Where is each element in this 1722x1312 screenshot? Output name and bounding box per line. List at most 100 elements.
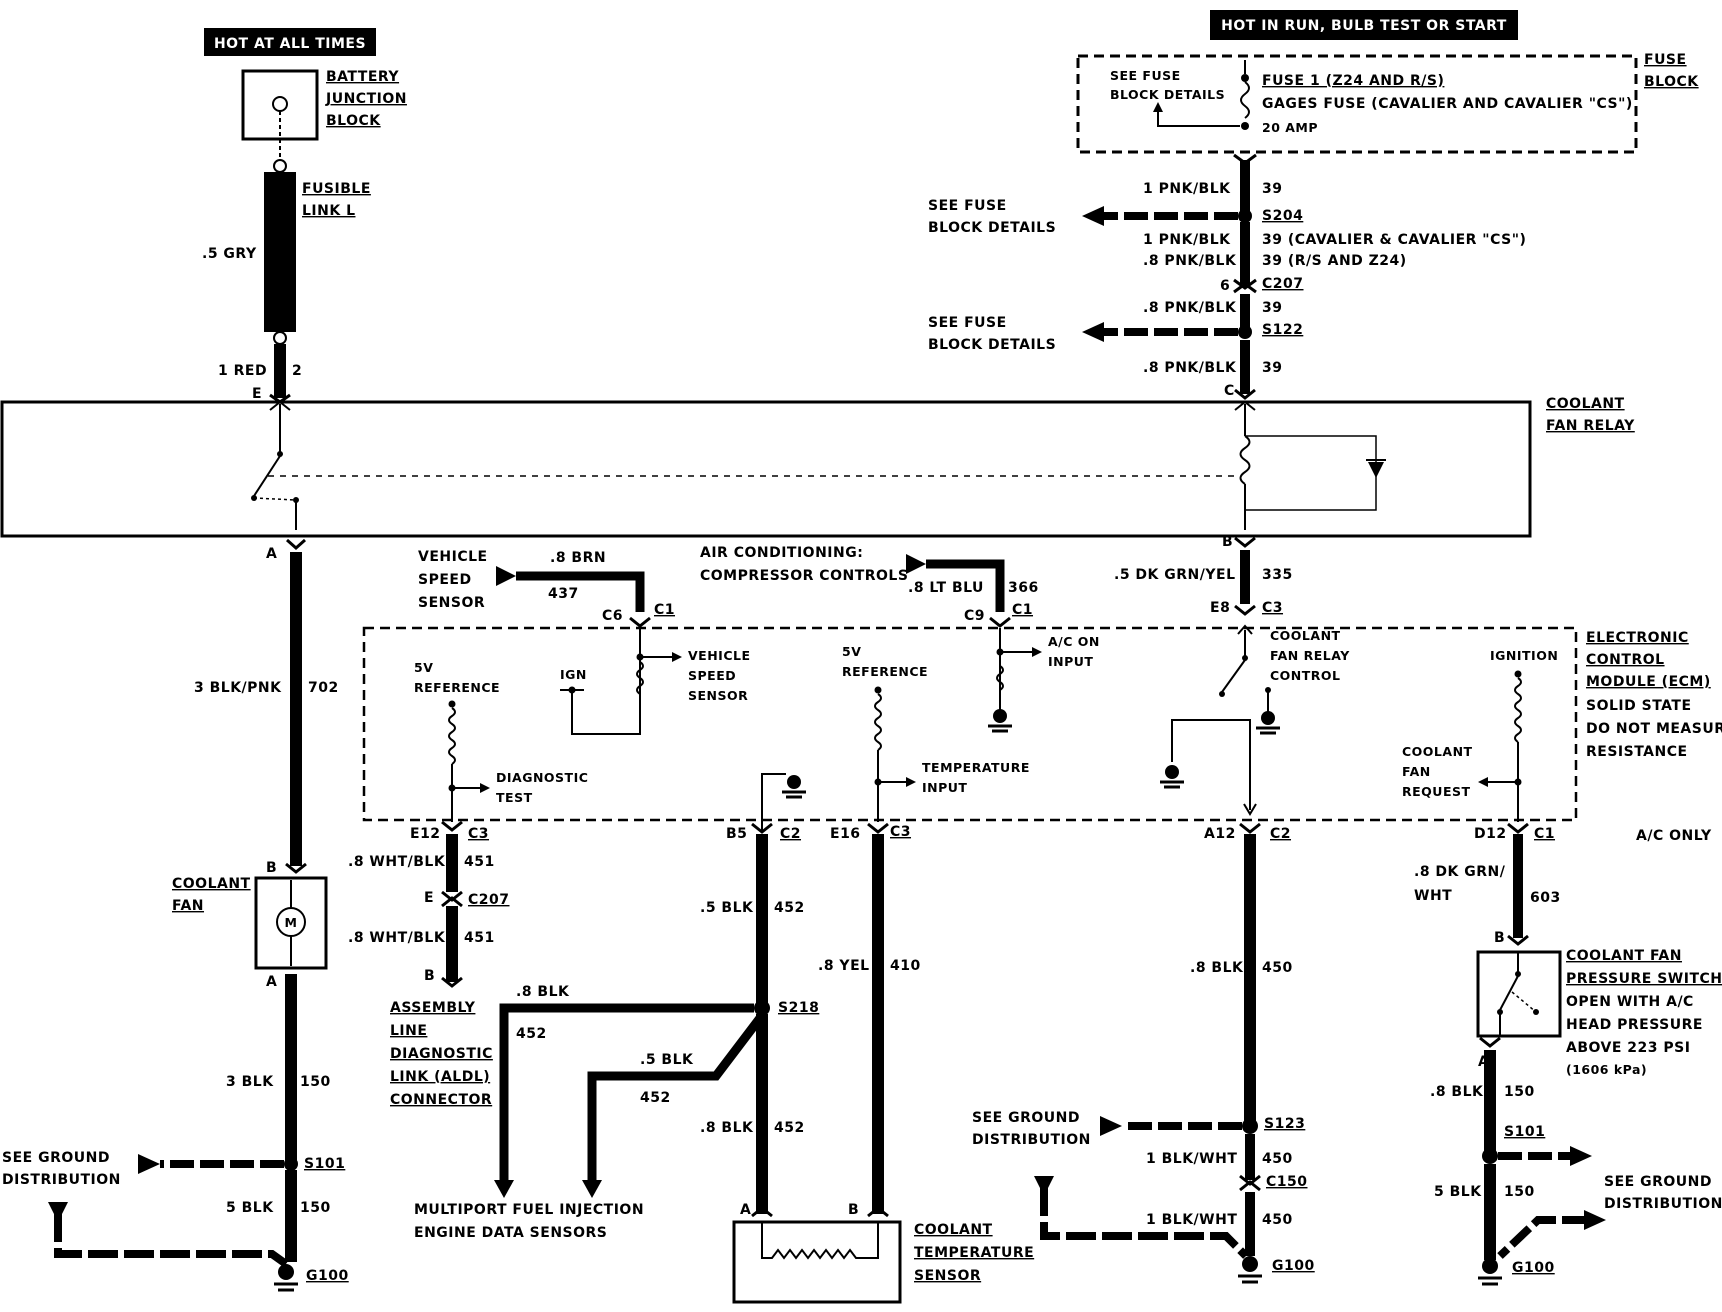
aldl-label-2: LINE bbox=[390, 1023, 427, 1039]
connector-c3c: C3 bbox=[890, 824, 911, 840]
vss-label-2: SPEED bbox=[418, 572, 472, 588]
see-fuse-2-b: BLOCK DETAILS bbox=[928, 337, 1056, 353]
fan-motor-symbol: M bbox=[285, 915, 298, 930]
connector-c6: C6 bbox=[602, 608, 623, 624]
coolant-fan-relay-box bbox=[0, 400, 1532, 538]
ecm-a12-ground-icon bbox=[1160, 765, 1184, 789]
ground-g100-left bbox=[274, 1264, 298, 1292]
wire-red-circuit: 2 bbox=[292, 363, 302, 379]
hot-at-all-times-label: HOT AT ALL TIMES bbox=[214, 36, 366, 52]
ecm-fan-request-2: FAN bbox=[1402, 764, 1431, 779]
wire-wht-blk1-circuit: 451 bbox=[464, 854, 495, 870]
connector-c207: C207 bbox=[1262, 276, 1304, 292]
connector-a: A bbox=[266, 546, 277, 562]
relay-label-1: COOLANT bbox=[1546, 396, 1625, 412]
ecm-ignition-label: IGNITION bbox=[1490, 648, 1558, 663]
fuse-details-label-1: SEE FUSE bbox=[1110, 68, 1181, 83]
aldl-label-3: DIAGNOSTIC bbox=[390, 1046, 493, 1062]
pressure-switch-arm bbox=[1499, 975, 1519, 1011]
ecm-ref5v-b-1: 5V bbox=[842, 644, 861, 659]
connector-e12: E12 bbox=[410, 826, 441, 842]
fuse-name: FUSE 1 (Z24 AND R/S) bbox=[1262, 73, 1444, 89]
wire-blk-pnk-circuit: 702 bbox=[308, 680, 339, 696]
connector-d12: D12 bbox=[1474, 826, 1507, 842]
ground-g100-right-label: G100 bbox=[1512, 1260, 1555, 1276]
wire-blkwht2-circuit: 450 bbox=[1262, 1212, 1293, 1228]
fusible-link-label-2: LINK L bbox=[302, 203, 356, 219]
wire-ltblu: .8 LT BLU bbox=[908, 580, 984, 596]
connector-c2a: C2 bbox=[780, 826, 801, 842]
connector-c1c: C1 bbox=[1534, 826, 1555, 842]
connector-sw-a: A bbox=[1478, 1054, 1489, 1070]
ecm-label-1: ELECTRONIC bbox=[1586, 630, 1689, 646]
pressure-switch-label-6: (1606 kPa) bbox=[1566, 1062, 1647, 1077]
splice-s218-label: S218 bbox=[778, 1000, 819, 1016]
see-ground-right-a: SEE GROUND bbox=[1604, 1174, 1712, 1190]
connector-c1a: C1 bbox=[654, 602, 675, 618]
wire-brn-circuit: 437 bbox=[548, 586, 579, 602]
connector-e16: E16 bbox=[830, 826, 861, 842]
connector-c150: C150 bbox=[1266, 1174, 1308, 1190]
coolant-fan-label-2: FAN bbox=[172, 898, 204, 914]
relay-diode bbox=[1368, 462, 1384, 478]
wire-blk-5b-circuit: 452 bbox=[640, 1090, 671, 1106]
fuse-rating: 20 AMP bbox=[1262, 120, 1318, 135]
ecm-fan-request-1: COOLANT bbox=[1402, 744, 1473, 759]
ecm-relay-ground-icon bbox=[1256, 711, 1280, 735]
see-fuse-1-b: BLOCK DETAILS bbox=[928, 220, 1056, 236]
connector-c9: C9 bbox=[964, 608, 985, 624]
ground-g100-mid-label: G100 bbox=[1272, 1258, 1315, 1274]
hot-in-run-label: HOT IN RUN, BULB TEST OR START bbox=[1221, 18, 1507, 34]
ecm-ac-ground-icon bbox=[988, 709, 1012, 733]
fuse-element bbox=[1240, 81, 1250, 119]
ecm-temp-input-1: TEMPERATURE bbox=[922, 760, 1030, 775]
wire-blk5: 5 BLK bbox=[226, 1200, 274, 1216]
wire-pnk2b: .8 PNK/BLK bbox=[1143, 253, 1237, 269]
ecm-label-2: CONTROL bbox=[1586, 652, 1665, 668]
wire-dkgrn-wht-circuit: 603 bbox=[1530, 890, 1561, 906]
aldl-label-5: CONNECTOR bbox=[390, 1092, 492, 1108]
connector-c: C bbox=[1224, 383, 1235, 399]
wire-brn: .8 BRN bbox=[550, 550, 606, 566]
splice-s204 bbox=[1238, 209, 1252, 223]
ecm-ign-label: IGN bbox=[560, 667, 587, 682]
connector-e: E bbox=[252, 386, 262, 402]
connector-aldl-b: B bbox=[424, 968, 435, 984]
wire-blkwht1-circuit: 450 bbox=[1262, 1151, 1293, 1167]
coolant-fan-label-1: COOLANT bbox=[172, 876, 251, 892]
wire-blk3: 3 BLK bbox=[226, 1074, 274, 1090]
ground-g100-left-label: G100 bbox=[306, 1268, 349, 1284]
ecm-outline bbox=[362, 626, 1578, 822]
wire-ltblu-circuit: 366 bbox=[1008, 580, 1039, 596]
ac-controls-label-1: AIR CONDITIONING: bbox=[700, 545, 863, 561]
hot-at-all-times-tag bbox=[204, 28, 376, 56]
wire-pnk1: 1 PNK/BLK bbox=[1143, 181, 1231, 197]
see-ground-mid-a: SEE GROUND bbox=[972, 1110, 1080, 1126]
ecm-frc-1: COOLANT bbox=[1270, 628, 1341, 643]
gages-fuse: GAGES FUSE (CAVALIER AND CAVALIER "CS") bbox=[1262, 96, 1633, 112]
ecm-label-6: RESISTANCE bbox=[1586, 744, 1688, 760]
ecm-vss-2: SPEED bbox=[688, 668, 736, 683]
connector-b5: B5 bbox=[726, 826, 747, 842]
see-fuse-1-a: SEE FUSE bbox=[928, 198, 1007, 214]
ecm-ac-on-2: INPUT bbox=[1048, 654, 1093, 669]
wire-yel: .8 YEL bbox=[818, 958, 870, 974]
cts-label-1: COOLANT bbox=[914, 1222, 993, 1238]
splice-s123 bbox=[1242, 1118, 1258, 1134]
junction-terminal bbox=[272, 96, 288, 112]
relay-switch-arm bbox=[253, 455, 281, 497]
mfi-label-1: MULTIPORT FUEL INJECTION bbox=[414, 1202, 644, 1218]
see-fuse-2-a: SEE FUSE bbox=[928, 315, 1007, 331]
thermistor-icon bbox=[761, 1222, 879, 1260]
vss-label-3: SENSOR bbox=[418, 595, 485, 611]
wire-blk3-circuit: 150 bbox=[300, 1074, 331, 1090]
relay-label-2: FAN RELAY bbox=[1546, 418, 1635, 434]
splice-s218 bbox=[754, 1000, 770, 1016]
hot-in-run-tag bbox=[1210, 10, 1518, 40]
wire-dkgrn-wht-1: .8 DK GRN/ bbox=[1414, 864, 1506, 880]
cts-label-3: SENSOR bbox=[914, 1268, 981, 1284]
ecm-ref5v-b-2: REFERENCE bbox=[842, 664, 928, 679]
wire-blk-pnk: 3 BLK/PNK bbox=[194, 680, 282, 696]
